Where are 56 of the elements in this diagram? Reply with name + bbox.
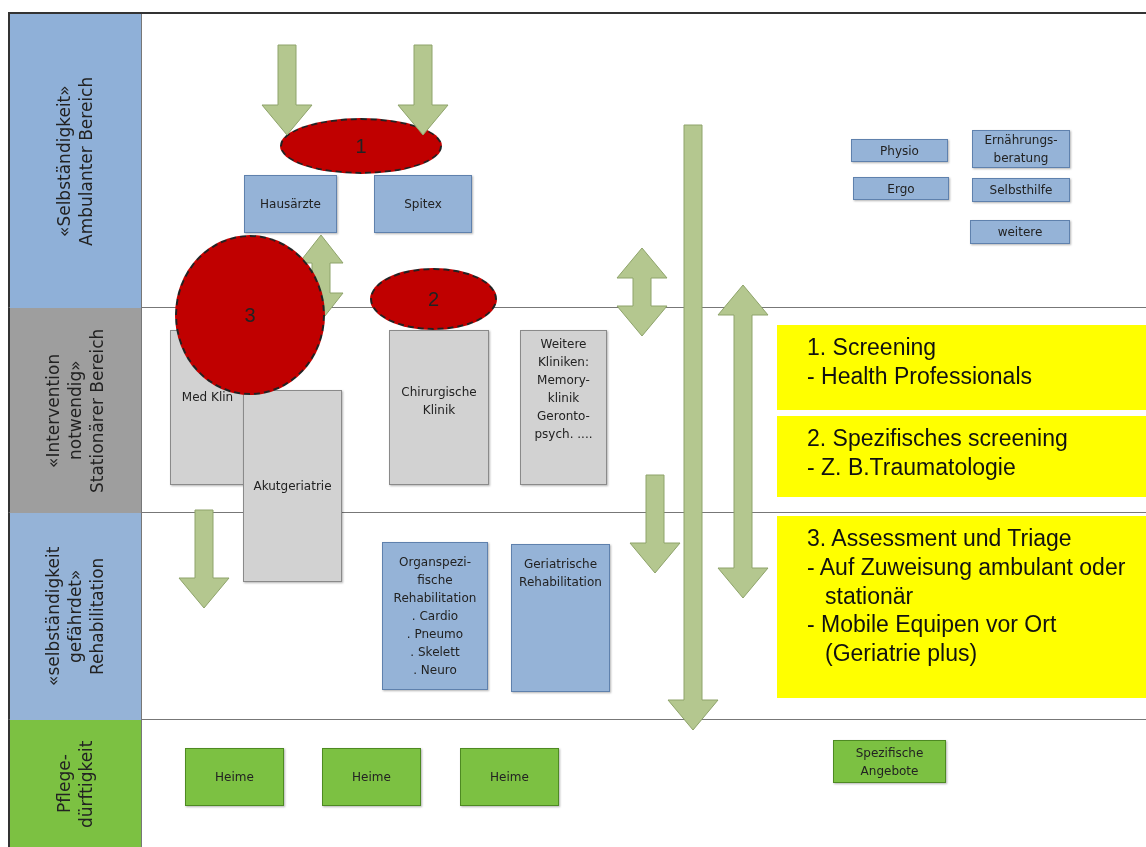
box-label: Med Klin xyxy=(180,389,235,406)
box-label: . Skelett xyxy=(410,644,460,661)
service-box xyxy=(972,130,1070,168)
box-label: Akutgeriatrie xyxy=(253,478,332,495)
box-label: Selbsthilfe xyxy=(989,182,1053,199)
box-label: Ergo xyxy=(887,180,915,198)
box-label: Spitex xyxy=(404,196,442,213)
note-box xyxy=(777,416,1146,497)
step-number: 2 xyxy=(427,287,440,311)
service-box xyxy=(851,139,948,162)
service-box xyxy=(853,177,949,200)
note-item: - Mobile Equipen vor Ort (Geriatrie plus) xyxy=(807,610,1058,668)
box-label: Ernährungs- beratung xyxy=(983,132,1059,167)
box-label: Heime xyxy=(215,769,254,786)
box-label: . Neuro xyxy=(413,662,457,679)
box-label: . Cardio xyxy=(411,608,459,625)
step-number: 1 xyxy=(355,134,367,158)
box-label: Hausärzte xyxy=(260,196,321,213)
note-item: - Z. B.Traumatologie xyxy=(807,452,1017,482)
rehab-box xyxy=(382,542,488,690)
care-home-box xyxy=(460,748,559,806)
box-label: Weitere Kliniken: Memory- klinik Geronto- psych. .... xyxy=(533,336,594,443)
note-heading: 1. Screening xyxy=(807,333,938,362)
note-heading: 3. Assessment und Triage xyxy=(807,524,1073,553)
note-item: - Auf Zuweisung ambulant oder stationär xyxy=(807,552,1127,611)
marker-ellipse xyxy=(280,118,442,174)
clinic-box xyxy=(389,330,489,485)
box-label: weitere xyxy=(997,224,1043,241)
note-box xyxy=(777,325,1146,410)
clinic-box xyxy=(243,390,342,582)
box-label: Spezifische Angebote xyxy=(854,744,925,780)
box-label: . Pneumo xyxy=(406,626,464,643)
note-item: - Health Professionals xyxy=(807,361,1033,391)
rehab-box xyxy=(511,544,610,692)
provider-box xyxy=(244,175,337,233)
box-label: Organspezi- fische Rehabilitation xyxy=(392,554,478,607)
box-label: Physio xyxy=(880,142,919,160)
service-box xyxy=(833,740,946,783)
lane-label: «Selbständigkeit» Ambulanter Bereich xyxy=(53,75,98,248)
swimlane xyxy=(8,513,1146,720)
box-label: Geriatrische Rehabilitation xyxy=(518,556,603,591)
provider-box xyxy=(374,175,472,233)
care-home-box xyxy=(185,748,284,806)
box-label: Heime xyxy=(490,769,529,786)
box-label: Chirurgische Klinik xyxy=(400,384,478,419)
step-number: 3 xyxy=(244,303,256,327)
clinic-box xyxy=(520,330,607,485)
note-heading: 2. Spezifisches screening xyxy=(807,424,1069,453)
note-box xyxy=(777,516,1146,698)
service-box xyxy=(970,220,1070,244)
lane-label: Pflege- dürftigkeit xyxy=(53,738,98,830)
lane-label: «Intervention notwendig» Stationärer Bereich xyxy=(42,327,109,495)
lane-label: «selbständigkeit gefährdet» Rehabilitation xyxy=(42,545,109,689)
care-home-box xyxy=(322,748,421,806)
service-box xyxy=(972,178,1070,202)
box-label: Heime xyxy=(352,769,391,786)
